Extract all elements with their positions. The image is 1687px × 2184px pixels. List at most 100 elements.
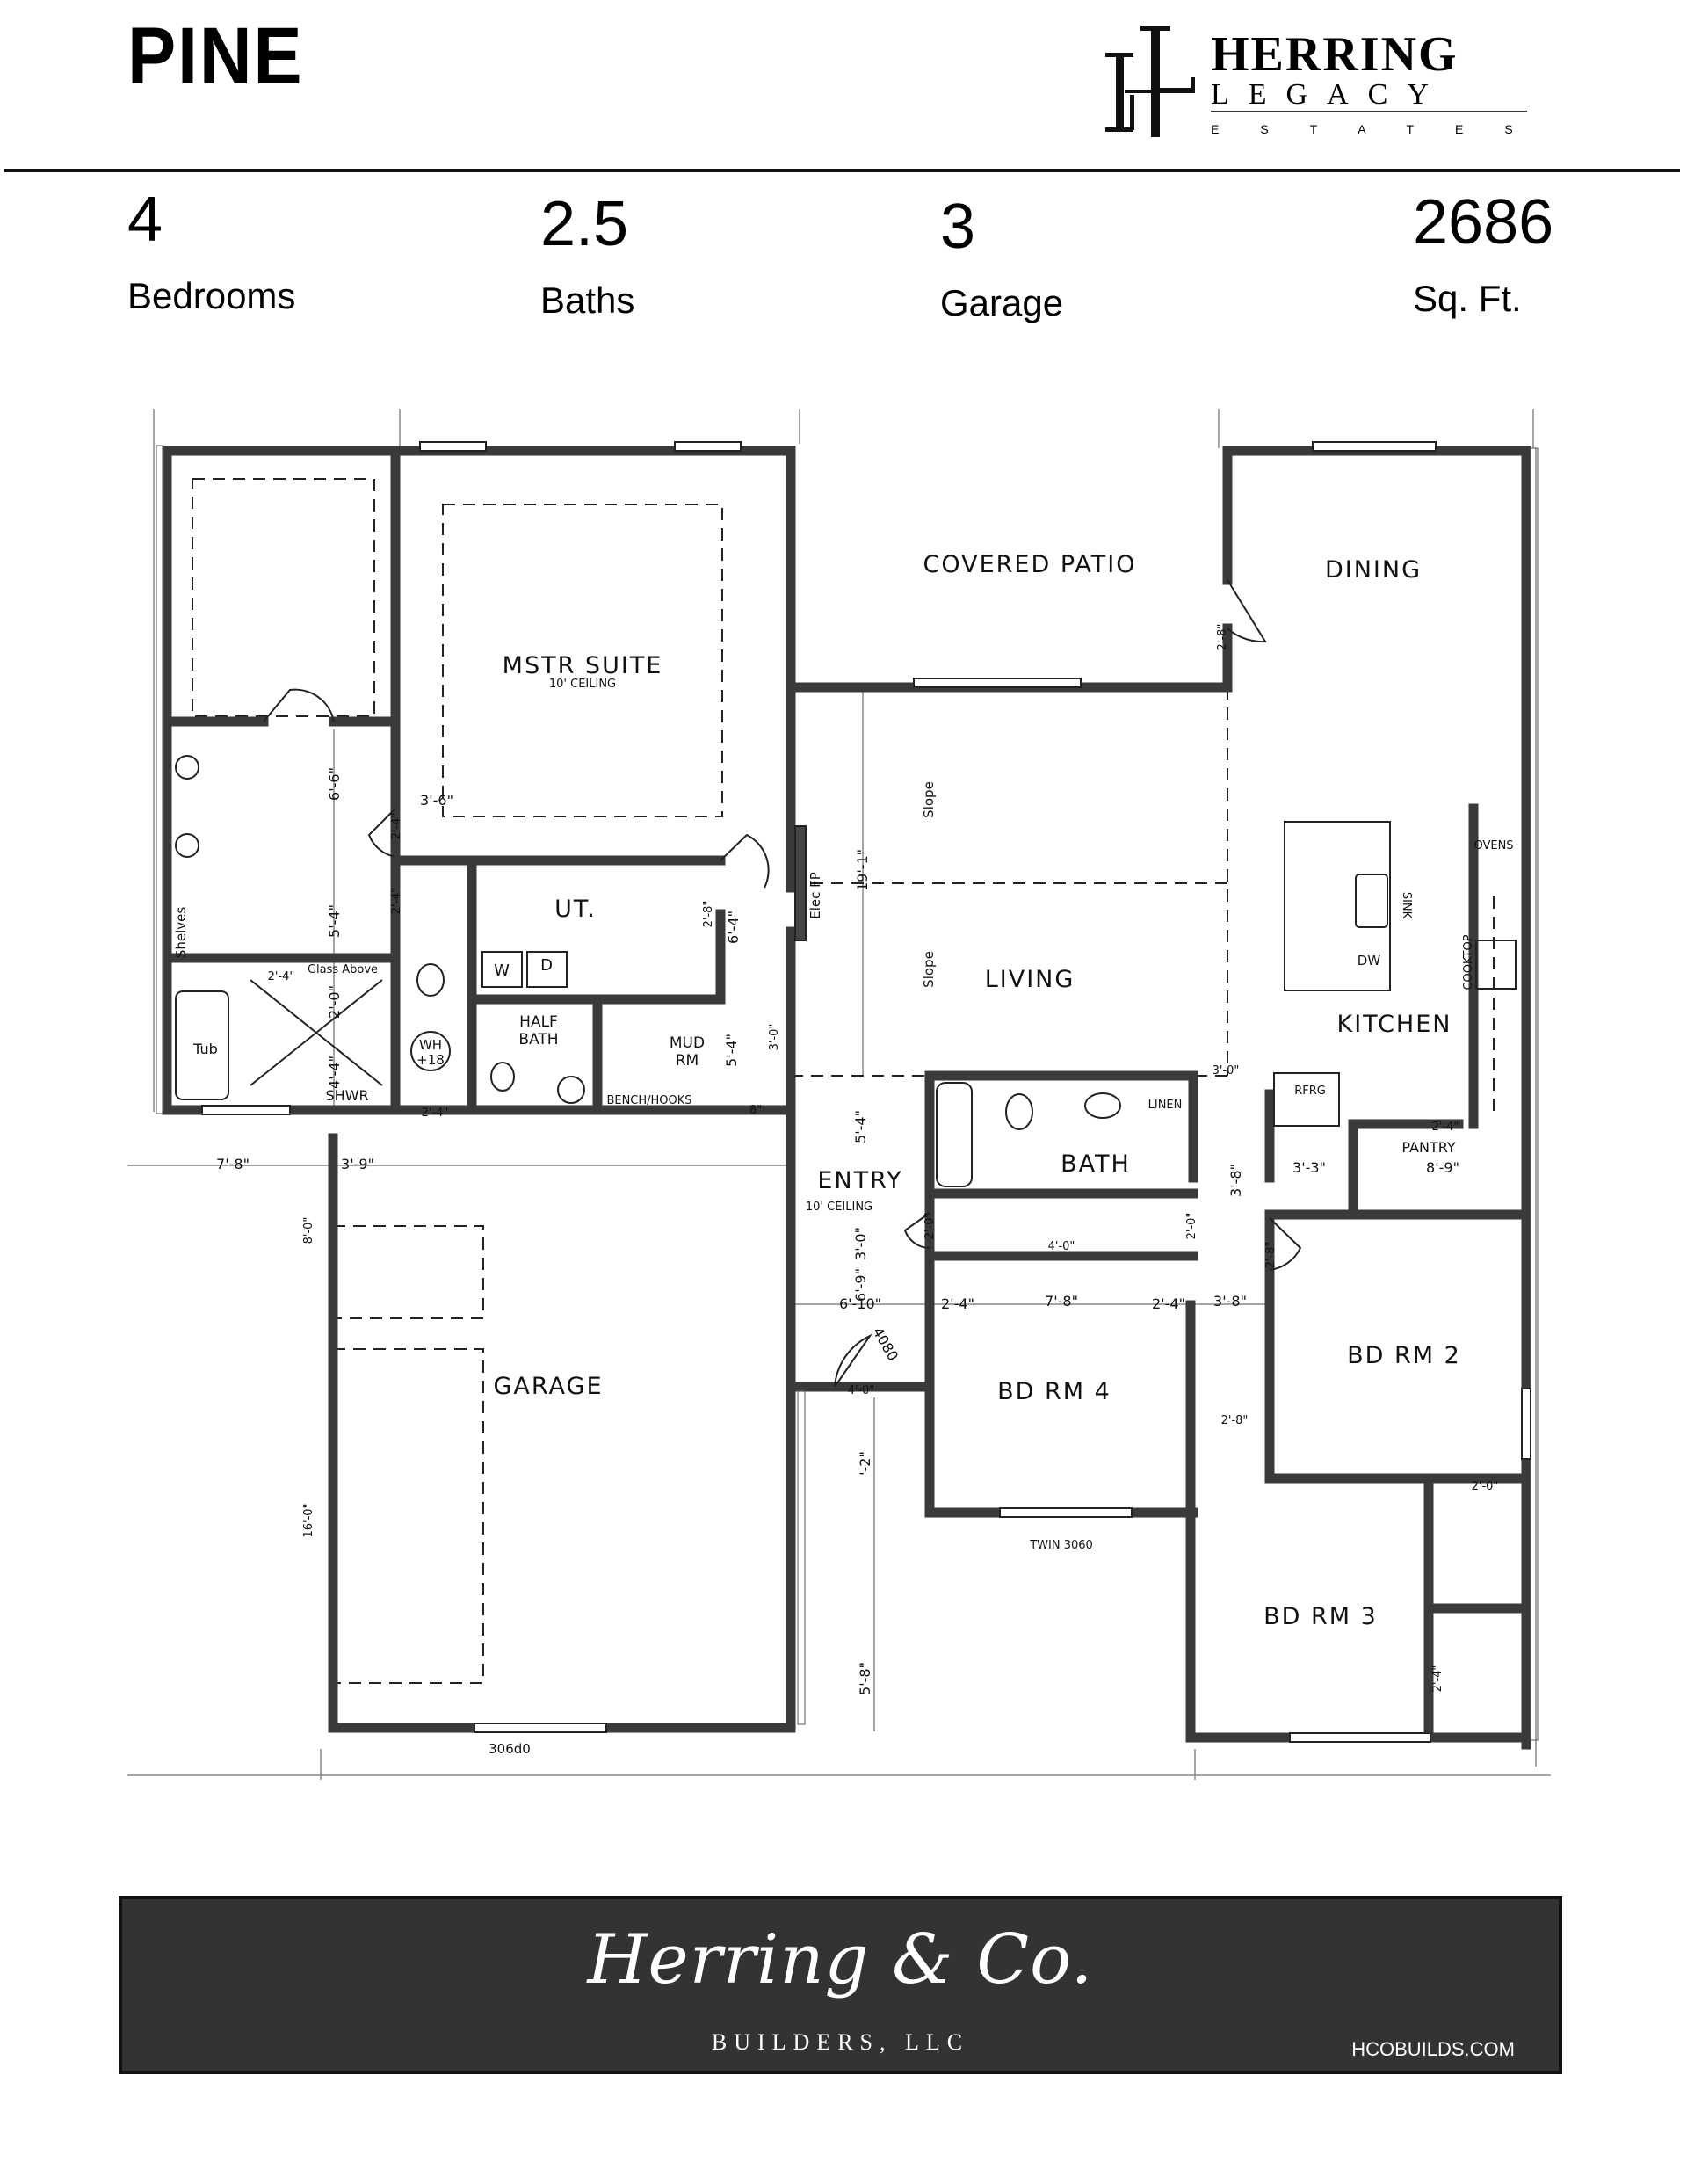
stat-bedrooms: 4 Bedrooms <box>127 185 295 318</box>
stat-label: Baths <box>540 279 635 321</box>
tub-icon <box>175 990 229 1100</box>
label-refrigerator: RFRG <box>1294 1085 1326 1098</box>
dimension: 2'-4" <box>422 1107 449 1120</box>
label-tub: Tub <box>192 1041 218 1057</box>
stat-value: 2.5 <box>540 189 629 259</box>
label-dryer: D <box>540 956 553 975</box>
label-mud-room-2: RM <box>676 1052 699 1070</box>
label-water-heater-2: +18 <box>416 1052 445 1068</box>
label-slope-2: Slope <box>921 951 937 988</box>
dimension: 5'-4" <box>723 1034 740 1067</box>
stat-label: Sq. Ft. <box>1413 278 1522 319</box>
door-swings <box>263 579 1302 1388</box>
label-pantry: PANTRY <box>1401 1139 1455 1156</box>
stat-label: Bedrooms <box>127 275 296 316</box>
label-slope-1: Slope <box>921 781 937 818</box>
dimension: 8'-0" <box>302 1217 315 1244</box>
dimension: 2'-4" <box>390 888 403 915</box>
logo-line2: LEGACY <box>1211 78 1448 111</box>
dimension: 2'-4" <box>1152 1295 1185 1312</box>
label-garage: GARAGE <box>493 1373 603 1400</box>
dimension: 4'-0" <box>1048 1240 1075 1253</box>
refrigerator-icon <box>1273 1072 1340 1127</box>
label-bench-hooks: BENCH/HOOKS <box>606 1094 691 1107</box>
toilet-icon <box>1005 1093 1033 1130</box>
sink-icon <box>557 1076 585 1104</box>
dimension: 2'-0" <box>1185 1213 1198 1240</box>
windows <box>201 441 1531 1743</box>
dimension: 6'-4" <box>725 911 742 944</box>
label-bd-rm-3: BD RM 3 <box>1263 1603 1378 1630</box>
label-half-bath-2: BATH <box>518 1031 558 1048</box>
sink-icon <box>1084 1092 1121 1119</box>
dimension: '-2" <box>857 1451 873 1476</box>
dimension: 4'-0" <box>848 1384 875 1397</box>
label-dishwasher: DW <box>1358 953 1381 969</box>
label-bd-rm-2: BD RM 2 <box>1347 1342 1461 1369</box>
fireplace-icon <box>794 825 807 941</box>
dimension: 2'-4" <box>941 1295 974 1312</box>
stat-garage: 3 Garage <box>940 192 1063 325</box>
vanity-sink-icon <box>175 755 199 780</box>
dimension: 2'-0" <box>923 1213 937 1240</box>
kitchen-island <box>1284 821 1391 991</box>
label-utility: UT. <box>554 896 597 923</box>
dimension: 2'-4" <box>1432 1121 1459 1134</box>
label-master-suite: MSTR SUITE <box>503 652 663 679</box>
builders-llc-text: BUILDERS, LLC <box>711 2029 970 2055</box>
label-twin-window: TWIN 3060 <box>1029 1539 1093 1552</box>
label-garage-door: 306d0 <box>489 1741 531 1757</box>
label-bd-rm-4: BD RM 4 <box>997 1378 1111 1405</box>
label-covered-patio: COVERED PATIO <box>923 551 1137 578</box>
washer-icon <box>481 951 523 988</box>
label-dining: DINING <box>1325 556 1422 584</box>
dimension: 2'-4" <box>1431 1665 1444 1693</box>
builder-footer-banner: Herring & Co. BUILDERS, LLC HCOBUILDS.CO… <box>119 1896 1562 2074</box>
label-entry: ENTRY <box>817 1167 902 1194</box>
dimension: 8'-9" <box>1426 1159 1459 1176</box>
label-sink: SINK <box>1400 892 1413 919</box>
hl-monogram-icon <box>1105 26 1195 137</box>
dimension: 8" <box>749 1104 762 1117</box>
label-cooktop: COOKTOP <box>1462 934 1475 990</box>
dimension: 3'-3" <box>1292 1159 1326 1176</box>
dryer-icon <box>526 951 568 988</box>
dimension: 2'-0" <box>1472 1480 1499 1493</box>
dimension: 6'-10" <box>839 1295 881 1312</box>
label-kitchen: KITCHEN <box>1337 1011 1452 1038</box>
dimension: 7'-8" <box>1045 1293 1078 1310</box>
dimension: 2'-8" <box>1216 624 1229 651</box>
label-master-ceiling: 10' CEILING <box>549 678 616 691</box>
fixtures <box>175 755 1517 1187</box>
dimension: 2'-4" <box>268 970 295 983</box>
logo-line3: ESTATES <box>1211 122 1554 136</box>
dimension: 6'-6" <box>326 767 343 801</box>
stat-value: 2686 <box>1413 187 1554 258</box>
tub-icon <box>936 1082 973 1187</box>
water-heater-icon <box>410 1031 451 1071</box>
dimension: 16'-0" <box>302 1503 315 1537</box>
herring-co-signature-logo: Herring & Co. <box>587 1920 1094 1999</box>
label-linen: LINEN <box>1148 1099 1183 1112</box>
website-link[interactable]: HCOBUILDS.COM <box>1351 2038 1515 2060</box>
dimension: 3'-8" <box>1213 1293 1247 1310</box>
dimension: 3'-8" <box>1227 1164 1244 1197</box>
vanity-sink-icon <box>175 833 199 858</box>
label-shower: SHWR <box>325 1087 368 1104</box>
label-entry-ceiling: 10' CEILING <box>806 1201 872 1214</box>
toilet-icon <box>490 1062 515 1092</box>
label-washer: W <box>494 961 510 980</box>
dimension: 2'-8" <box>1221 1414 1249 1427</box>
dimension: 4'-4" <box>326 1056 343 1089</box>
label-bath: BATH <box>1061 1150 1131 1178</box>
dimension: 19'-1" <box>854 849 871 891</box>
exterior-wall-hatching <box>156 445 1539 1741</box>
walls <box>162 446 1531 1750</box>
cooktop-icon <box>1475 940 1517 990</box>
toilet-icon <box>416 963 445 997</box>
herring-legacy-estates-logo: HERRING LEGACY ESTATES <box>1105 26 1554 137</box>
room-labels: COVERED PATIO DINING MSTR SUITE 10' CEIL… <box>173 551 1514 1757</box>
stat-square-feet: 2686 Sq. Ft. <box>1413 187 1553 321</box>
sink-icon <box>1355 874 1388 928</box>
